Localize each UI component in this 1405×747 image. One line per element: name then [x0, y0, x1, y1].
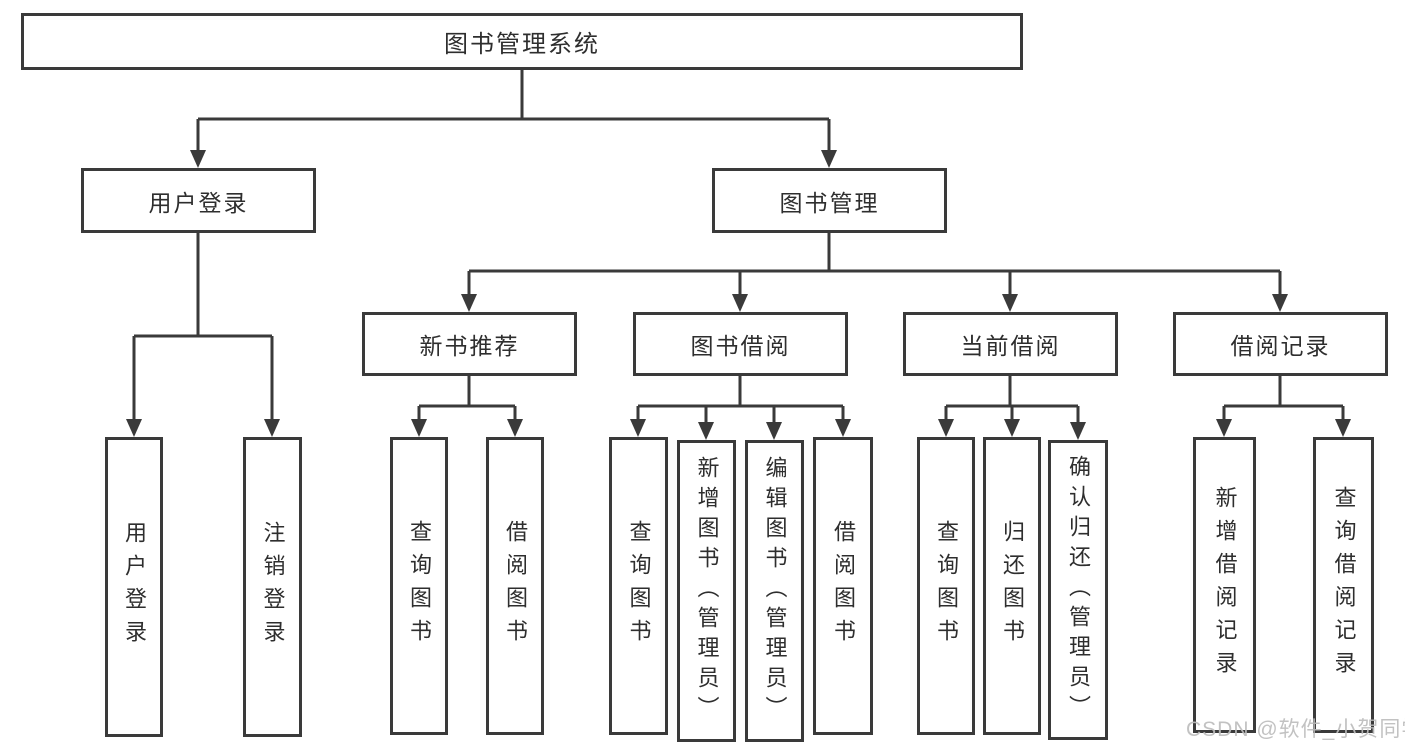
leaf-query-book-1: 查询图书	[390, 437, 448, 735]
leaf-add-borrow-record: 新增借阅记录	[1193, 437, 1256, 733]
connector-borrow-record-group	[1216, 376, 1351, 437]
leaf-borrow-book-2: 借阅图书	[813, 437, 873, 735]
leaf-edit-book-admin: 编辑图书（管理员）	[745, 440, 804, 742]
connector-user-login-group	[126, 233, 280, 437]
node-label: 查询图书	[407, 520, 432, 652]
leaf-borrow-book-1: 借阅图书	[486, 437, 544, 735]
leaf-user-login: 用户登录	[105, 437, 163, 737]
node-label: 新书推荐	[419, 333, 520, 359]
node-root: 图书管理系统	[21, 13, 1023, 70]
leaf-confirm-return-admin: 确认归还（管理员）	[1048, 440, 1108, 740]
node-label: 编辑图书（管理员）	[762, 456, 788, 726]
node-current-borrow: 当前借阅	[903, 312, 1118, 376]
connector-root-split	[190, 69, 837, 168]
csdn-watermark: CSDN @软件_小贺同学	[1186, 718, 1405, 741]
node-label: 新增借阅记录	[1212, 486, 1238, 684]
node-new-book-recommend: 新书推荐	[362, 312, 577, 376]
node-label: 图书管理系统	[444, 31, 600, 58]
node-label: 查询图书	[626, 520, 652, 652]
node-label: 新增图书（管理员）	[694, 456, 720, 726]
node-label: 用户登录	[148, 189, 249, 216]
leaf-query-book-3: 查询图书	[917, 437, 975, 735]
node-borrow-record: 借阅记录	[1173, 312, 1388, 376]
node-label: 注销登录	[260, 521, 286, 653]
node-label: 查询借阅记录	[1331, 486, 1357, 684]
node-label: 图书管理	[779, 189, 880, 216]
node-label: 借阅图书	[831, 520, 856, 652]
leaf-add-book-admin: 新增图书（管理员）	[677, 440, 736, 742]
node-label: 归还图书	[1000, 520, 1025, 652]
leaf-query-borrow-record: 查询借阅记录	[1313, 437, 1374, 733]
node-book-borrow: 图书借阅	[633, 312, 848, 376]
leaf-logout: 注销登录	[243, 437, 302, 737]
connector-book-management-split	[461, 233, 1288, 312]
connector-book-borrow-group	[630, 376, 851, 440]
node-book-management: 图书管理	[712, 168, 947, 233]
node-label: 查询图书	[934, 520, 959, 652]
node-label: 用户登录	[122, 521, 147, 653]
node-label: 当前借阅	[960, 333, 1061, 359]
leaf-return-book: 归还图书	[983, 437, 1041, 735]
node-label: 图书借阅	[690, 333, 791, 359]
node-label: 借阅记录	[1230, 333, 1331, 359]
connector-current-borrow-group	[938, 376, 1086, 440]
node-label: 确认归还（管理员）	[1066, 455, 1091, 725]
connector-new-book-group	[411, 376, 523, 437]
node-label: 借阅图书	[503, 520, 528, 652]
node-user-login: 用户登录	[81, 168, 316, 233]
leaf-query-book-2: 查询图书	[609, 437, 668, 735]
